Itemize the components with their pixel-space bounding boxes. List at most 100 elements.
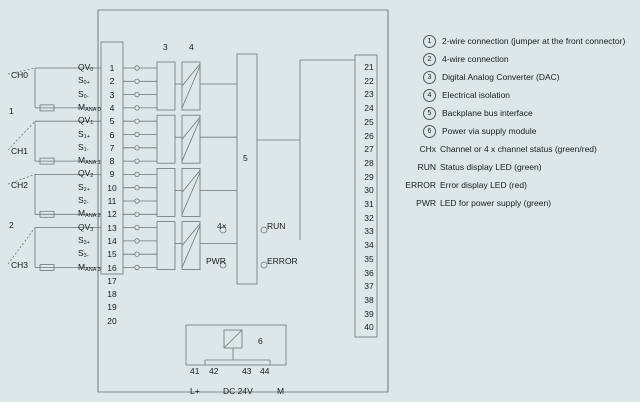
pin-label-main: M: [78, 208, 86, 219]
pin-label-sub: 2-: [83, 200, 89, 206]
left-terminal-number: 16: [107, 262, 117, 273]
left-terminal-number: 12: [107, 209, 117, 220]
channel-label-ch0: CH0: [11, 70, 29, 80]
right-terminal-number: 24: [364, 103, 374, 114]
right-terminal-number: 30: [364, 185, 374, 196]
legend-text: Status display LED (green): [440, 162, 542, 172]
pin-label: MANA 2: [78, 208, 101, 221]
legend-key: RUN: [417, 162, 436, 172]
legend-text: Electrical isolation: [442, 90, 511, 100]
pin-label-sub: ANA 1: [85, 160, 101, 167]
isolation-slash: [181, 116, 201, 140]
left-terminal-number: 15: [107, 249, 117, 260]
terminal-screw: [134, 118, 140, 124]
pin-label-main: S: [78, 88, 84, 99]
terminal-screw: [134, 211, 140, 217]
callout-leader: [7, 227, 36, 265]
right-terminal-block: [354, 54, 378, 338]
pin-label-sub: 1+: [83, 133, 90, 140]
terminal-screw: [134, 238, 140, 244]
callout-3: 3: [163, 42, 168, 52]
isolation-slash: [181, 225, 201, 268]
right-terminal-number: 23: [364, 89, 374, 100]
right-terminal-number: 28: [364, 157, 374, 168]
pin-label-sub: 0-: [83, 93, 89, 100]
terminal-screw: [134, 185, 140, 191]
pin-label-sub: ANA 3: [85, 266, 101, 273]
legend-text: Backplane bus interface: [442, 108, 533, 118]
led-run: [260, 226, 268, 234]
legend-number-badge: 6: [423, 124, 436, 138]
pin-label-sub: 2: [90, 173, 94, 180]
pin-label: S1-: [78, 142, 89, 155]
terminal-screw: [134, 198, 140, 204]
legend-text: LED for power supply (green): [440, 198, 552, 208]
load-resistor: [39, 264, 55, 271]
led-pwr: [219, 261, 227, 269]
isolation-slash: [181, 172, 201, 215]
terminal-screw: [134, 145, 140, 151]
left-terminal-number: 19: [107, 302, 117, 313]
left-terminal-number: 18: [107, 289, 117, 300]
callout-1: 1: [9, 106, 14, 116]
pin-label-sub: 2+: [83, 186, 90, 193]
pin-label-main: M: [78, 261, 86, 272]
legend-row: 2 4-wire connection: [396, 52, 509, 66]
legend-number-badge: 3: [423, 70, 436, 84]
isolation-slash: [181, 65, 201, 109]
terminal-screw: [134, 264, 140, 271]
callout-6: 6: [258, 336, 263, 346]
legend-key: CHx: [419, 144, 436, 154]
pin-label-sub: ANA 0: [85, 106, 101, 113]
backplane-interface: [236, 53, 258, 285]
terminal-42: 42: [209, 366, 219, 376]
terminal-screw: [134, 158, 140, 164]
legend-number-badge: 2: [423, 52, 436, 66]
left-terminal-number: 2: [109, 76, 115, 87]
dac-block: [156, 221, 176, 271]
terminal-43: 43: [242, 366, 252, 376]
pin-label-sub: 3+: [83, 239, 90, 246]
pin-label-sub: 3-: [83, 253, 89, 260]
left-terminal-number: 9: [109, 169, 115, 180]
led-4x-label: 4×: [217, 221, 227, 231]
left-terminal-number: 20: [107, 315, 117, 326]
isolation-slash: [181, 119, 201, 162]
pin-label-main: QV: [78, 221, 91, 232]
pin-label: QV3: [78, 222, 93, 235]
supply-dc-24v: DC 24V: [223, 386, 253, 396]
right-terminal-number: 27: [364, 144, 374, 155]
right-terminal-number: 39: [364, 308, 374, 319]
dac-block: [156, 167, 176, 217]
pin-label-main: S: [78, 248, 84, 259]
right-terminal-number: 25: [364, 116, 374, 127]
terminal-screw: [134, 171, 140, 177]
pin-label-sub: 1-: [83, 146, 89, 153]
left-terminal-number: 7: [109, 142, 115, 153]
right-terminal-number: 37: [364, 281, 374, 292]
right-terminal-number: 35: [364, 253, 374, 264]
supply-l-plus: L+: [190, 386, 200, 396]
pin-label-sub: 0+: [83, 80, 90, 87]
legend-text: Error display LED (red): [440, 180, 527, 190]
pin-label-main: S: [78, 128, 84, 139]
channel-label-ch1: CH1: [11, 146, 29, 156]
led-4x: [219, 226, 227, 234]
isolation-slash: [181, 63, 201, 87]
legend-text: 2-wire connection (jumper at the front c…: [442, 36, 626, 46]
pin-label: QV0: [78, 62, 93, 75]
pin-label: MANA 0: [78, 102, 101, 115]
legend-text: 4-wire connection: [442, 54, 509, 64]
callout-2: 2: [9, 220, 14, 230]
pin-label-sub: 0: [90, 67, 94, 73]
terminal-screw: [134, 92, 140, 98]
left-terminal-number: 11: [107, 196, 117, 206]
pin-label-main: S: [78, 141, 84, 152]
pin-label: MANA 1: [78, 155, 101, 168]
right-terminal-number: 40: [364, 322, 374, 333]
